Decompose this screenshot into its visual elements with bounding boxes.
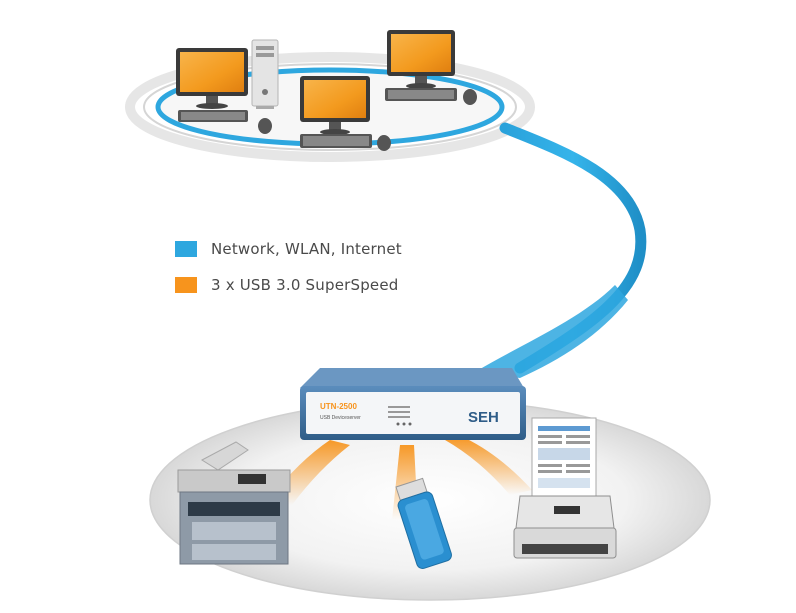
- mfp-printer-icon: [177, 441, 291, 565]
- legend-item-network: Network, WLAN, Internet: [175, 240, 402, 258]
- device-subtitle-label: USB Deviceserver: [320, 415, 361, 421]
- document-scanner-icon: [513, 417, 617, 559]
- mouse-icon: [258, 118, 272, 134]
- network-cable-flare: [475, 285, 628, 378]
- device-model-label: UTN-2500: [320, 402, 357, 411]
- tower-pc-icon: [251, 39, 279, 109]
- mouse-icon: [377, 135, 391, 151]
- usb-stick-icon: [395, 477, 452, 569]
- brand-logo: SEH: [468, 409, 499, 426]
- status-leds: [388, 406, 412, 426]
- computer-icon: [176, 48, 248, 122]
- usb-deviceserver: UTN-2500 USB Deviceserver SEH: [300, 368, 526, 440]
- computer-icon: [300, 76, 372, 148]
- legend-swatch-usb: [175, 277, 197, 293]
- mouse-icon: [463, 89, 477, 105]
- legend-label-network: Network, WLAN, Internet: [211, 240, 402, 258]
- legend-item-usb: 3 x USB 3.0 SuperSpeed: [175, 276, 399, 294]
- legend-swatch-network: [175, 241, 197, 257]
- legend-label-usb: 3 x USB 3.0 SuperSpeed: [211, 276, 399, 294]
- computer-icon: [385, 30, 457, 101]
